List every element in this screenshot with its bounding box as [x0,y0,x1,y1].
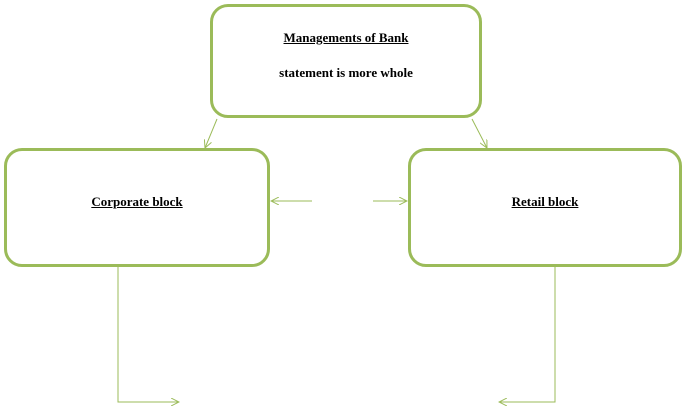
management-box: Managements of Bank statement is more wh… [210,4,482,118]
corporate-block-box: Corporate block [4,148,270,267]
connector-corporate-down [117,267,179,402]
corporate-block-title: Corporate block [91,194,183,209]
connector-top-to-corporate [205,118,218,148]
retail-block-box: Retail block [408,148,682,267]
management-subtitle: statement is more whole [279,65,413,80]
connector-top-to-retail [471,118,487,148]
retail-block-title: Retail block [511,194,579,209]
management-title: Managements of Bank [283,30,409,45]
connector-retail-down [499,267,556,402]
